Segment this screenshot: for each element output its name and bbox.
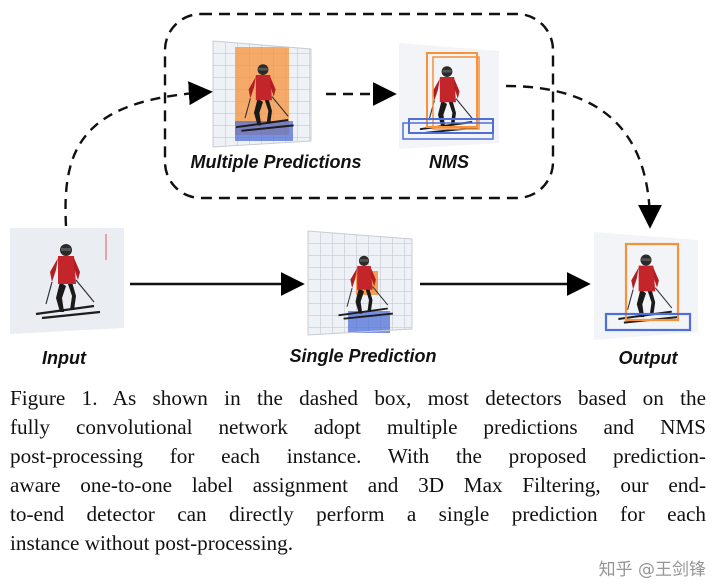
caption-line: to-end detector can directly perform a s… [10, 502, 706, 526]
label-input: Input [42, 348, 87, 368]
caption-line: post-processing for each instance. With … [10, 444, 706, 468]
nms-image [399, 43, 499, 149]
single-prediction-image [307, 230, 413, 336]
label-single-prediction: Single Prediction [289, 346, 436, 366]
caption-line: instance without post-processing. [10, 531, 294, 555]
arrow-nms-to-output [505, 84, 662, 229]
label-output: Output [619, 348, 679, 368]
figure-caption: Figure 1. As shown in the dashed box, mo… [10, 384, 706, 558]
label-multiple-predictions: Multiple Predictions [190, 152, 361, 172]
arrow-input-to-multiple [64, 81, 213, 227]
output-image [594, 232, 698, 340]
caption-line: fully convolutional network adopt multip… [10, 415, 706, 439]
multiple-predictions-image [212, 40, 312, 148]
input-image [10, 228, 124, 334]
figure-diagram: Multiple Predictions NMS Input Single Pr… [10, 12, 698, 368]
watermark: 知乎 @王剑锋 [598, 560, 706, 580]
caption-line: Figure 1. As shown in the dashed box, mo… [10, 386, 706, 410]
label-nms: NMS [429, 152, 469, 172]
caption-line: aware one-to-one label assignment and 3D… [10, 473, 706, 497]
